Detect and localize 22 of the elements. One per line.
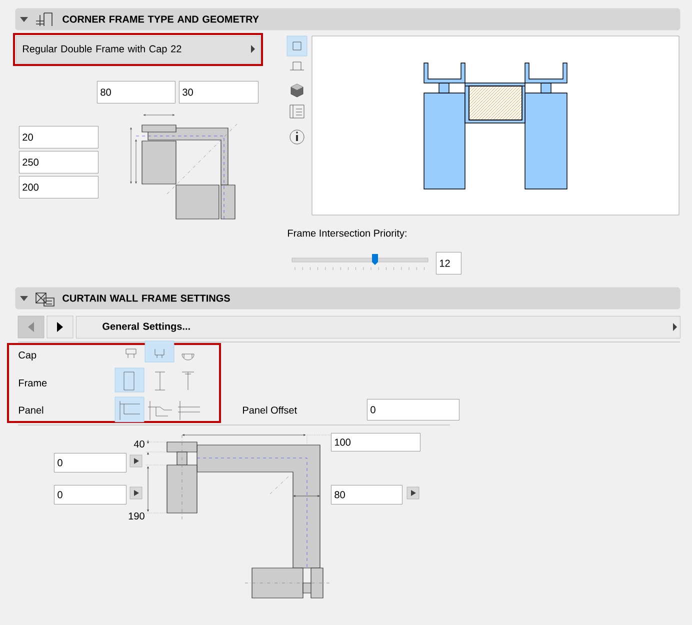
input-field: 250 [19,151,98,174]
input-field: 80 [331,485,402,504]
dimension-value: 40 [134,440,144,448]
input-field: 0 [54,453,126,472]
dropdown-button: General Settings... [76,316,680,338]
field-label: Cap [18,351,36,361]
input-field: 0 [367,399,460,420]
input-field: 30 [179,81,258,104]
input-field: 12 [436,252,462,274]
field-label: Panel Offset [243,406,297,414]
dropdown-button: Regular Double Frame with Cap 22 [16,36,260,64]
input-field: 20 [19,126,98,148]
section-header: CORNER FRAME TYPE AND GEOMETRY [15,8,680,30]
input-field: 200 [19,176,98,198]
dimension-value: 190 [128,512,144,520]
input-field: 80 [97,81,176,104]
field-label: Frame Intersection Priority: [288,229,406,239]
input-field: 0 [54,485,126,504]
field-label: Panel [19,406,44,414]
field-label: Frame [19,380,47,386]
section-header: CURTAIN WALL FRAME SETTINGS [15,287,680,310]
input-field: 100 [331,433,420,452]
